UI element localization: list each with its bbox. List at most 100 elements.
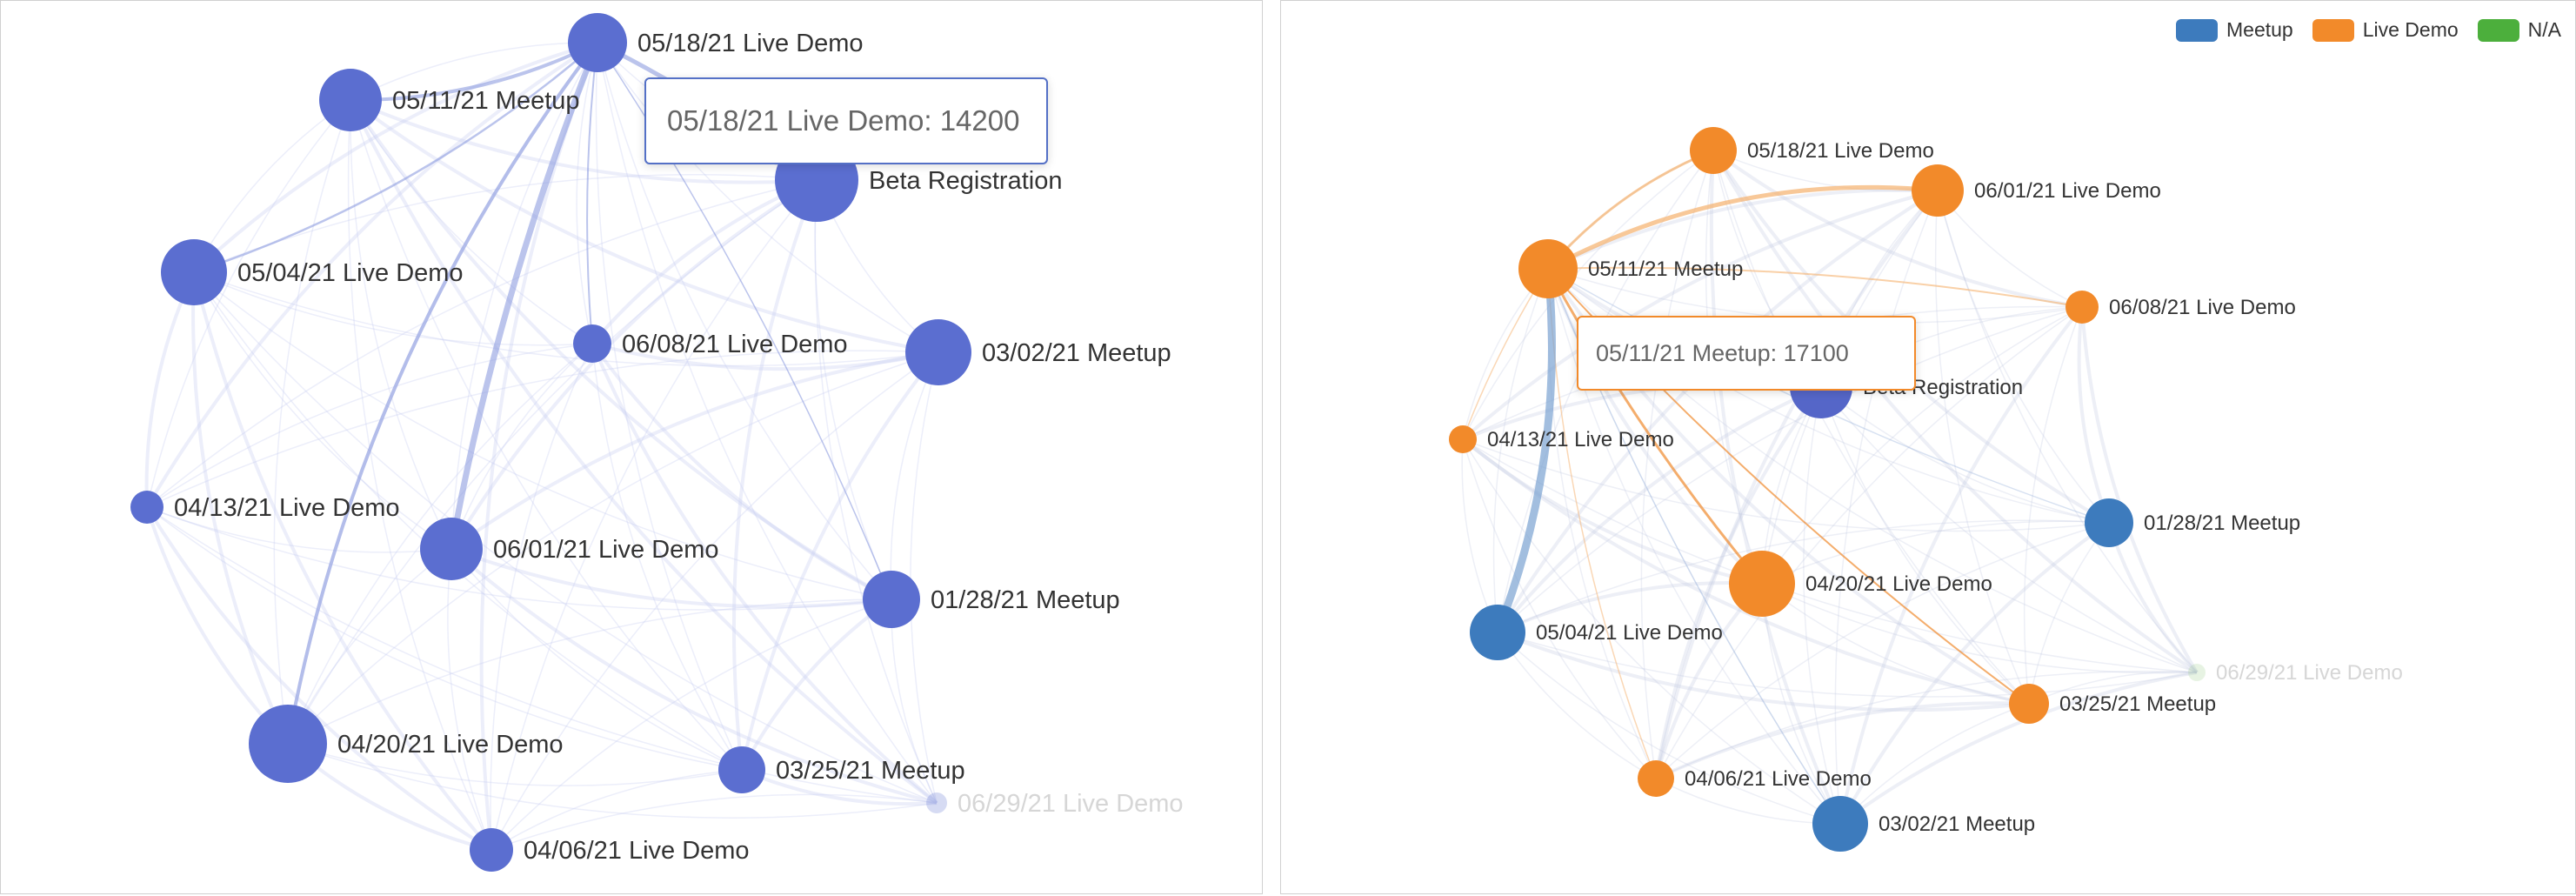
- graph-node[interactable]: 04/20/21 Live Demo: [249, 705, 564, 783]
- node-label: 04/06/21 Live Demo: [1685, 767, 1872, 791]
- graph-node[interactable]: 04/06/21 Live Demo: [1638, 760, 1872, 797]
- graph-edge: [450, 178, 818, 551]
- node-circle[interactable]: [420, 518, 483, 580]
- legend-label: Live Demo: [2362, 18, 2459, 41]
- node-circle[interactable]: [863, 571, 920, 628]
- graph-node[interactable]: 06/08/21 Live Demo: [573, 324, 848, 363]
- graph-node[interactable]: 03/02/21 Meetup: [905, 319, 1171, 385]
- node-circle[interactable]: [2085, 498, 2133, 547]
- graph-edge: [193, 271, 938, 804]
- graph-edge: [1761, 583, 2030, 705]
- graph-edge: [350, 99, 593, 344]
- graph-node[interactable]: 05/04/21 Live Demo: [1470, 605, 1723, 660]
- node-circle[interactable]: [568, 13, 627, 72]
- node-circle[interactable]: [470, 828, 513, 872]
- graph-edge: [193, 271, 593, 346]
- node-label: 01/28/21 Meetup: [2144, 512, 2300, 535]
- graph-node[interactable]: 06/08/21 Live Demo: [2065, 291, 2296, 324]
- node-circle[interactable]: [573, 324, 611, 363]
- node-circle[interactable]: [2188, 664, 2206, 681]
- right-graph-edges: [1461, 149, 2199, 826]
- graph-node[interactable]: 05/18/21 Live Demo: [568, 13, 864, 72]
- node-circle[interactable]: [718, 746, 765, 793]
- graph-node[interactable]: 06/29/21 Live Demo: [926, 790, 1184, 818]
- node-circle[interactable]: [161, 239, 227, 305]
- left-graph-edges: [144, 40, 940, 852]
- right-graph-canvas[interactable]: 05/18/21 Live Demo 06/01/21 Live Demo 05/1…: [1281, 1, 2576, 894]
- graph-node[interactable]: 04/06/21 Live Demo: [470, 828, 750, 872]
- graph-edge: [1820, 386, 2110, 524]
- graph-node[interactable]: 03/25/21 Meetup: [2009, 684, 2216, 724]
- graph-node[interactable]: 01/28/21 Meetup: [2085, 498, 2300, 547]
- graph-node[interactable]: 05/11/21 Meetup: [1518, 239, 1743, 298]
- graph-edge: [1497, 632, 1841, 825]
- highlighted-edge: [193, 42, 598, 274]
- node-circle[interactable]: [249, 705, 327, 783]
- node-circle[interactable]: [1449, 425, 1477, 453]
- node-label: 06/01/21 Live Demo: [1974, 179, 2161, 203]
- graph-node[interactable]: 01/28/21 Meetup: [863, 571, 1120, 628]
- graph-edge: [1497, 631, 2030, 712]
- node-circle[interactable]: [1912, 164, 1964, 217]
- graph-node[interactable]: 04/13/21 Live Demo: [130, 491, 400, 524]
- node-circle[interactable]: [1638, 760, 1674, 797]
- graph-edge: [1462, 438, 1841, 825]
- node-circle[interactable]: [1470, 605, 1525, 660]
- graph-edge: [145, 505, 493, 852]
- graph-edge: [1839, 305, 2084, 825]
- node-circle[interactable]: [130, 491, 164, 524]
- graph-node[interactable]: 05/11/21 Meetup: [319, 69, 580, 131]
- graph-edge: [450, 351, 939, 551]
- graph-node[interactable]: 06/01/21 Live Demo: [420, 518, 719, 580]
- node-circle[interactable]: [1729, 551, 1795, 617]
- legend-item-live-demo[interactable]: Live Demo: [2312, 18, 2459, 42]
- legend-item-meetup[interactable]: Meetup: [2176, 18, 2293, 42]
- graph-edge: [1761, 583, 2198, 674]
- graph-node[interactable]: 05/18/21 Live Demo: [1690, 127, 1934, 174]
- graph-node[interactable]: 04/13/21 Live Demo: [1449, 425, 1674, 453]
- graph-node[interactable]: 05/04/21 Live Demo: [161, 239, 464, 305]
- graph-edge: [1803, 386, 1841, 825]
- graph-edge: [1461, 189, 1939, 441]
- graph-edge: [347, 99, 492, 851]
- graph-edge: [350, 99, 743, 771]
- node-circle[interactable]: [2065, 291, 2099, 324]
- node-label: 06/01/21 Live Demo: [493, 536, 719, 564]
- graph-edge: [350, 42, 598, 101]
- graph-edge: [1497, 632, 2198, 698]
- node-circle[interactable]: [2009, 684, 2049, 724]
- graph-edge: [1761, 306, 2083, 585]
- graph-edge: [450, 547, 892, 609]
- node-circle[interactable]: [319, 69, 382, 131]
- highlighted-edge: [1546, 184, 1939, 271]
- graph-edge: [1839, 521, 2111, 825]
- node-circle[interactable]: [1690, 127, 1737, 174]
- graph-node[interactable]: 03/02/21 Meetup: [1812, 796, 2035, 852]
- graph-node[interactable]: 06/01/21 Live Demo: [1912, 164, 2161, 217]
- right-graph-panel: 05/18/21 Live Demo 06/01/21 Live Demo 05/1…: [1280, 0, 2576, 894]
- graph-edge: [2023, 306, 2083, 705]
- node-circle[interactable]: [926, 792, 947, 813]
- graph-edge: [1655, 306, 2083, 779]
- graph-edge: [1934, 190, 2030, 705]
- graph-edge: [193, 99, 351, 273]
- graph-edge: [740, 351, 940, 771]
- right-graph-nodes: 05/18/21 Live Demo 06/01/21 Live Demo 05/1…: [1449, 127, 2403, 852]
- graph-edge: [491, 179, 818, 851]
- graph-edge: [450, 547, 938, 805]
- graph-node[interactable]: 03/25/21 Meetup: [718, 746, 965, 793]
- node-circle[interactable]: [1812, 796, 1868, 852]
- legend-swatch-meetup: [2176, 18, 2218, 42]
- graph-node[interactable]: 06/29/21 Live Demo: [2188, 661, 2403, 685]
- node-circle[interactable]: [1518, 239, 1578, 298]
- legend-item-na[interactable]: N/A: [2477, 18, 2561, 42]
- node-circle[interactable]: [905, 319, 971, 385]
- legend-label: N/A: [2527, 18, 2561, 41]
- graph-edge: [595, 42, 743, 771]
- graph-edge: [193, 271, 452, 550]
- graph-edge: [450, 42, 598, 550]
- graph-node[interactable]: 04/20/21 Live Demo: [1729, 551, 1992, 617]
- node-label: 05/18/21 Live Demo: [637, 30, 864, 57]
